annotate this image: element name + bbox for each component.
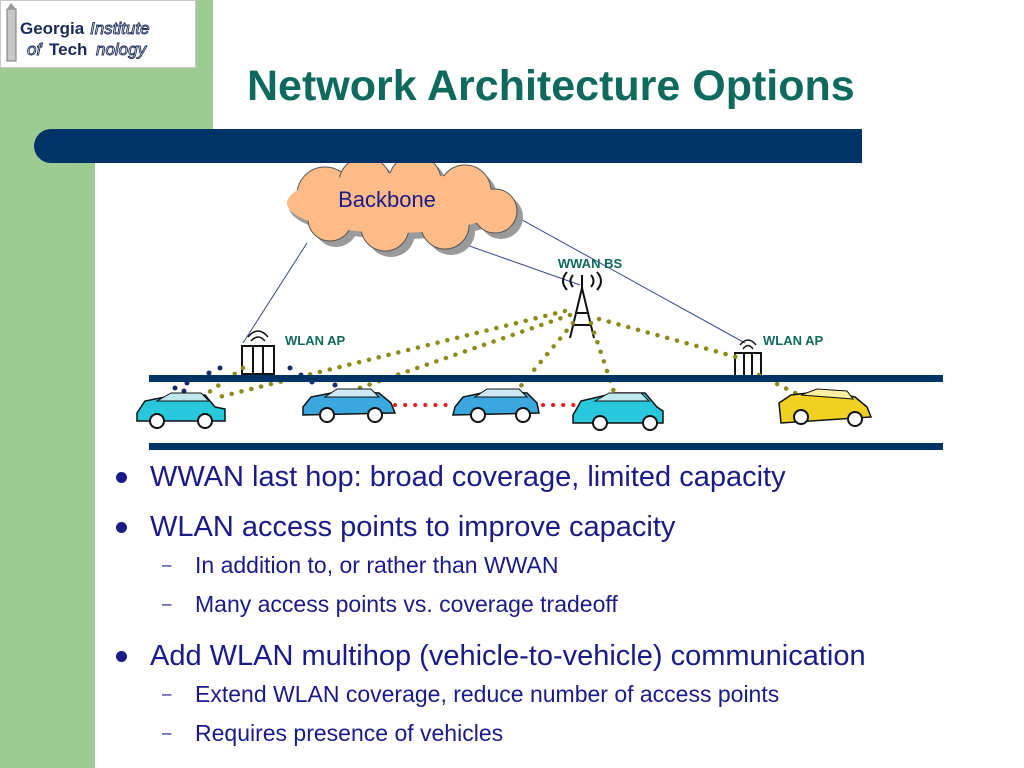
sub-bullet-item: –Extend WLAN coverage, reduce number of … <box>162 681 780 707</box>
dash-icon: – <box>162 723 172 742</box>
svg-text:Georgia: Georgia <box>20 19 85 38</box>
backbone-link-right-ap <box>494 204 746 344</box>
backbone-link-left-ap <box>242 242 308 344</box>
car-5-icon <box>778 388 873 427</box>
sub-bullet-item: –Requires presence of vehicles <box>162 720 504 746</box>
svg-text:Tech: Tech <box>49 40 87 59</box>
dash-icon: – <box>162 594 172 613</box>
bullet-dot-icon <box>116 651 127 662</box>
wlan-ap-right-icon <box>734 339 762 378</box>
wwan-bs-tower-icon <box>562 271 602 339</box>
car-1-icon <box>136 392 226 429</box>
car-2-icon <box>302 388 397 423</box>
backbone-label: Backbone <box>338 187 436 212</box>
sidebar-lower-band <box>0 163 95 768</box>
bullet-dot-icon <box>116 522 127 533</box>
road-lower-edge <box>149 443 943 450</box>
bullet-item: Add WLAN multihop (vehicle-to-vehicle) c… <box>110 637 1010 675</box>
wwan-bs-label: WWAN BS <box>558 256 623 271</box>
slide-title: Network Architecture Options <box>247 62 855 110</box>
wlan-ap-right-label: WLAN AP <box>763 333 824 348</box>
bullet-item: WLAN access points to improve capacity <box>110 508 1010 546</box>
title-underline-bar <box>34 129 862 163</box>
georgia-tech-logo: Georgia Institute of Tech nology <box>0 0 196 68</box>
wlan-ap-left-label: WLAN AP <box>285 333 346 348</box>
bullet-dot-icon <box>116 472 127 483</box>
bullet-list: WWAN last hop: broad coverage, limited c… <box>110 458 1010 757</box>
dash-icon: – <box>162 684 172 703</box>
svg-text:of: of <box>27 40 43 59</box>
content-area <box>95 163 1024 768</box>
backbone-cloud <box>287 163 518 252</box>
sub-bullet-item: –Many access points vs. coverage tradeof… <box>162 591 618 617</box>
network-diagram: Backbone WWAN BS WLAN AP WLAN AP <box>136 163 943 450</box>
dash-icon: – <box>162 555 172 574</box>
svg-text:Institute: Institute <box>90 19 150 38</box>
car-3-icon <box>452 388 540 423</box>
car-4-icon <box>572 392 664 431</box>
wlan-ap-left-icon <box>241 330 275 375</box>
bullet-item: WWAN last hop: broad coverage, limited c… <box>110 458 1010 496</box>
road-upper-edge <box>149 375 943 382</box>
svg-text:nology: nology <box>96 40 148 59</box>
sub-bullet-item: –In addition to, or rather than WWAN <box>162 552 559 578</box>
